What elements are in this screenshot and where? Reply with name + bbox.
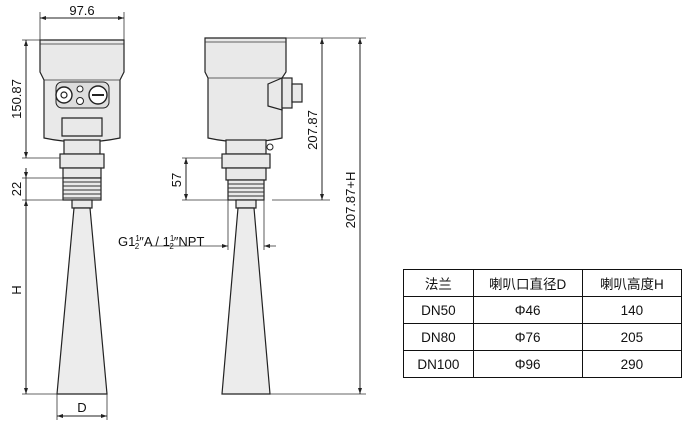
knob-icon [55,86,73,104]
header-flange: 法兰 [403,269,474,297]
side-view: 57 207.87 207.87+H [150,37,366,395]
table-header-row: 法兰 喇叭口直径D 喇叭高度H [403,269,682,297]
neck-height-label: 57 [169,173,184,187]
front-thread [62,177,102,201]
table-row: DN50 Φ46 140 [403,296,682,324]
side-horn [221,207,271,395]
spec-table: 法兰 喇叭口直径D 喇叭高度H DN50 Φ46 140 DN80 Φ76 20… [403,269,682,378]
front-horn [56,207,108,395]
table-cell: 290 [581,350,682,378]
table-cell: Φ96 [472,350,583,378]
table-cell: DN100 [403,350,474,378]
table-row: DN80 Φ76 205 [403,323,682,351]
table-cell: DN80 [403,323,474,351]
side-thread [227,179,265,201]
table-cell: Φ46 [472,296,583,324]
table-cell: 140 [581,296,682,324]
head-height-label: 150.87 [9,79,24,119]
table-cell: DN50 [403,296,474,324]
table-cell: 205 [581,323,682,351]
header-horn-height: 喇叭高度H [581,269,682,297]
header-horn-diameter: 喇叭口直径D [472,269,583,297]
side-cable-gland [281,77,293,109]
total-height-label: 207.87+H [343,172,358,229]
front-neck [63,139,101,155]
horn-diameter-label: D [77,400,86,415]
front-view: 97.6 150.87 [9,3,125,420]
horn-height-label: H [9,285,24,294]
thread-height-label: 22 [9,182,24,196]
side-height-label: 207.87 [305,110,320,150]
width-label: 97.6 [69,3,94,18]
side-neck [225,139,267,155]
table-cell: Φ76 [472,323,583,351]
table-row: DN100 Φ96 290 [403,350,682,378]
